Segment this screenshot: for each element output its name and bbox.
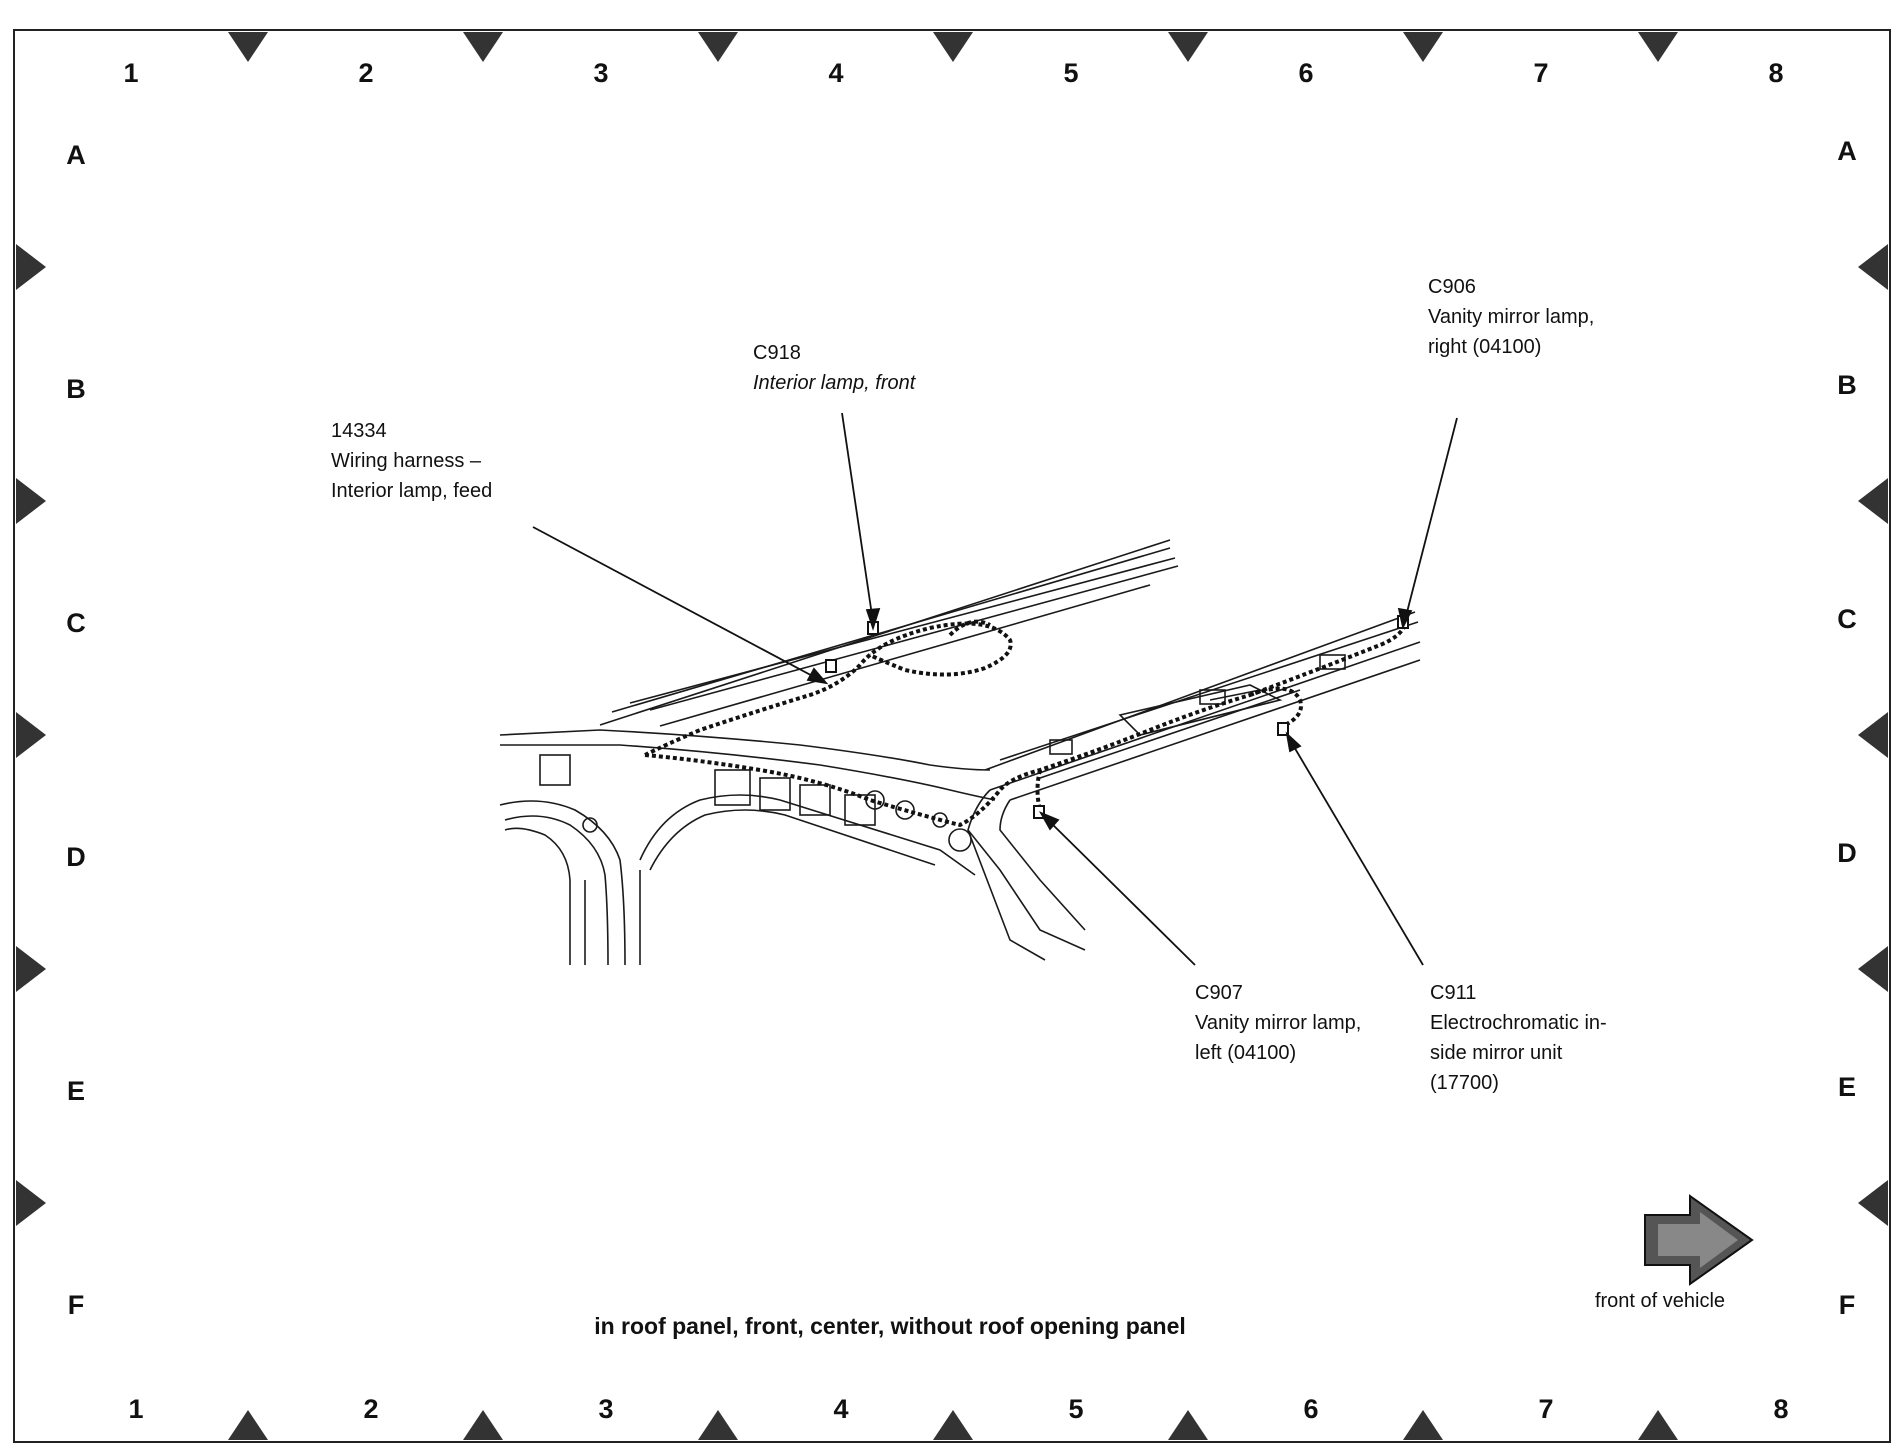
row-label-right-d: D <box>1837 838 1857 868</box>
callout-c906-desc-2: right (04100) <box>1428 336 1542 358</box>
front-arrow-icon <box>1644 1194 1754 1286</box>
col-label-bottom-4: 4 <box>833 1394 849 1424</box>
col-label-bottom-2: 2 <box>363 1394 379 1424</box>
callout-14334: 14334 Wiring harness – Interior lamp, fe… <box>331 416 492 506</box>
top-column-markers <box>228 32 1678 62</box>
callout-c906-id: C906 <box>1428 276 1476 298</box>
callout-c906-desc-1: Vanity mirror lamp, <box>1428 306 1595 328</box>
bottom-column-markers <box>228 1410 1678 1440</box>
col-label-bottom-5: 5 <box>1068 1394 1084 1424</box>
roof-panel-drawing <box>499 539 1421 966</box>
callout-c911-desc-2: side mirror unit <box>1430 1042 1563 1064</box>
right-row-markers <box>1858 244 1888 1226</box>
col-label-top-4: 4 <box>828 58 844 88</box>
row-label-left-e: E <box>66 1076 85 1106</box>
outer-border <box>13 29 1891 1443</box>
callout-c918-desc: Interior lamp, front <box>753 372 916 394</box>
col-label-top-1: 1 <box>123 58 139 88</box>
col-label-top-6: 6 <box>1298 58 1314 88</box>
callout-c907-id: C907 <box>1195 982 1243 1004</box>
col-label-bottom-6: 6 <box>1303 1394 1319 1424</box>
col-label-top-7: 7 <box>1533 58 1549 88</box>
callout-c918-id: C918 <box>753 342 801 364</box>
callout-14334-desc-1: Wiring harness – <box>331 450 482 472</box>
callout-c907: C907 Vanity mirror lamp, left (04100) <box>1195 978 1361 1068</box>
callout-c907-desc-2: left (04100) <box>1195 1042 1297 1064</box>
col-label-bottom-7: 7 <box>1538 1394 1554 1424</box>
row-label-left-d: D <box>66 842 86 872</box>
row-label-right-b: B <box>1837 370 1857 400</box>
row-label-left-c: C <box>66 608 86 638</box>
callout-c911: C911 Electrochromatic in- side mirror un… <box>1430 978 1607 1098</box>
col-label-top-8: 8 <box>1768 58 1784 88</box>
row-label-left-a: A <box>66 140 86 170</box>
callout-c911-id: C911 <box>1430 982 1477 1004</box>
row-label-right-e: E <box>1837 1072 1856 1102</box>
col-label-bottom-1: 1 <box>128 1394 144 1424</box>
row-label-right-f: F <box>1838 1290 1856 1320</box>
col-label-top-5: 5 <box>1063 58 1079 88</box>
col-label-bottom-3: 3 <box>598 1394 614 1424</box>
row-label-left-f: F <box>67 1290 85 1320</box>
col-label-top-2: 2 <box>358 58 374 88</box>
callout-c906: C906 Vanity mirror lamp, right (04100) <box>1428 272 1594 362</box>
row-label-left-b: B <box>66 374 86 404</box>
callout-c918: C918 Interior lamp, front <box>753 338 915 398</box>
row-label-right-a: A <box>1837 136 1857 166</box>
leader-lines <box>532 412 1458 966</box>
callout-14334-id: 14334 <box>331 420 387 442</box>
callout-c911-desc-1: Electrochromatic in- <box>1430 1012 1607 1034</box>
callout-c911-desc-3: (17700) <box>1430 1072 1499 1094</box>
col-label-bottom-8: 8 <box>1773 1394 1789 1424</box>
callout-c907-desc-1: Vanity mirror lamp, <box>1195 1012 1362 1034</box>
col-label-top-3: 3 <box>593 58 609 88</box>
front-of-vehicle-label: front of vehicle <box>1594 1290 1726 1312</box>
row-label-right-c: C <box>1837 604 1857 634</box>
callout-14334-desc-2: Interior lamp, feed <box>331 480 493 502</box>
diagram-caption: in roof panel, front, center, without ro… <box>594 1313 1186 1339</box>
left-row-markers <box>16 244 46 1226</box>
